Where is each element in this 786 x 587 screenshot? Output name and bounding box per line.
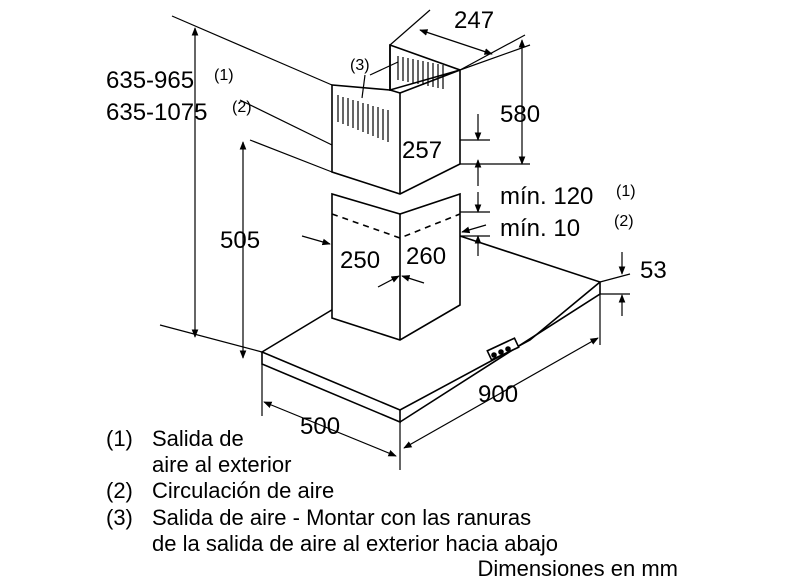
vent-slots-back	[397, 56, 444, 89]
dim-total-height-2-ref: (2)	[232, 99, 252, 116]
dim-chimney-height: 505	[220, 227, 260, 254]
dim-min-gap-1: mín. 120	[500, 183, 593, 210]
dim-chimney-width: 250	[340, 247, 380, 274]
legend-item-3b: de la salida de aire al exterior hacia a…	[152, 531, 559, 556]
dim-total-height-2: 635-1075	[106, 99, 207, 126]
dim-hood-depth: 500	[300, 413, 340, 440]
hood-front-edge	[261, 352, 401, 424]
overlap-dashed-line	[331, 213, 461, 239]
dim-width-top: 247	[454, 7, 494, 34]
dim-total-height-1: 635-965	[106, 67, 194, 94]
dim-hood-thickness: 53	[640, 257, 667, 284]
vent-slots-left	[337, 95, 389, 142]
dim-depth-top-part: 257	[402, 137, 442, 164]
legend-item-1b: aire al exterior	[152, 452, 292, 477]
dim-min-gap-2-ref: (2)	[614, 213, 634, 230]
units-note: Dimensiones en mm	[477, 556, 678, 581]
legend-item-2: (2)Circulación de aire	[106, 478, 335, 503]
dim-chimney-depth: 260	[406, 243, 446, 270]
dim-total-height-1-ref: (1)	[214, 67, 234, 84]
legend-item-3a: (3)Salida de aire - Montar con las ranur…	[106, 505, 532, 530]
dim-height-top-part: 580	[500, 101, 540, 128]
dim-min-gap-2: mín. 10	[500, 215, 580, 242]
dim-hood-width: 900	[478, 381, 518, 408]
dim-min-gap-1-ref: (1)	[616, 183, 636, 200]
legend-item-1a: (1)Salida de	[106, 426, 244, 451]
outlet-ref: (3)	[350, 57, 370, 74]
